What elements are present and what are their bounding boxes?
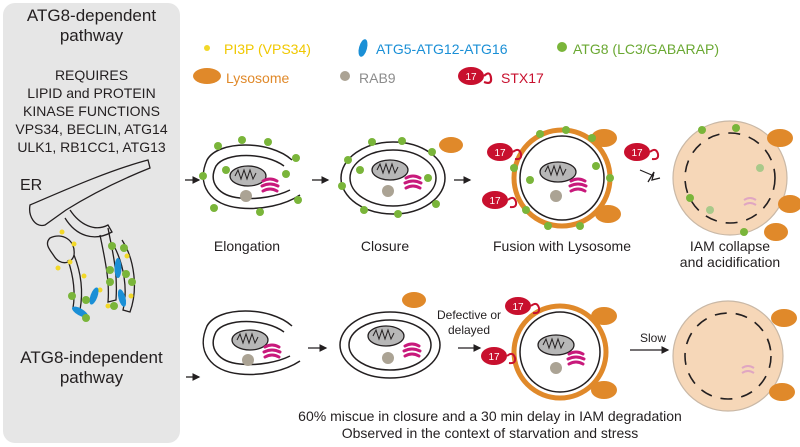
closure-autophagosome [338,137,463,218]
slow-label: Slow [640,331,667,345]
iam-collapse-autolysosome [672,120,800,241]
independent-title-line2: pathway [59,367,124,387]
caption-line2: Observed in the context of starvation an… [341,425,639,441]
er-label: ER [20,177,43,194]
legend-lysosome-label: Lysosome [226,70,290,86]
iam-label-line2: and acidification [679,254,781,271]
legend-atg5-oval [358,39,368,57]
er-network [29,159,151,313]
stage-elongation-label: Elongation [213,238,281,254]
bottom-fusion-with-lysosome: 17 17 [481,297,617,401]
legend-stx17-label: STX17 [501,70,544,86]
dependent-pathway-title: ATG8-dependent pathway [3,6,180,45]
requires-line: KINASE FUNCTIONS [23,103,160,119]
defective-line2: delayed [447,323,491,337]
independent-title-line1: ATG8-independent [20,348,163,367]
fusion-with-lysosome: 17 17 [482,126,621,230]
requirements-text: REQUIRES LIPID and PROTEIN KINASE FUNCTI… [3,66,180,156]
defective-label: Defective or delayed [424,308,514,338]
svg-text:17: 17 [494,148,506,159]
legend-rab9-label: RAB9 [359,70,396,86]
requires-line: VPS34, BECLIN, ATG14 [15,121,168,137]
stx17-release: 17 [624,143,661,183]
dependent-title-line2: pathway [59,25,124,45]
stage-fusion-label: Fusion with Lysosome [493,238,631,254]
defective-line1: Defective or [436,308,502,322]
legend-atg8-label: ATG8 (LC3/GABARAP) [573,41,720,57]
legend-atg5-label: ATG5-ATG12-ATG16 [376,41,508,57]
requires-line: LIPID and PROTEIN [27,85,156,101]
requires-line: REQUIRES [54,67,129,83]
independent-pathway-title: ATG8-independent pathway [3,348,180,387]
svg-text:17: 17 [488,352,500,363]
er-atg-markers [55,229,136,322]
legend-rab9-dot [340,71,350,81]
dependent-title-line1: ATG8-dependent [26,6,157,25]
iam-label-line1: IAM collapse [689,238,771,254]
svg-text:17: 17 [512,302,524,313]
legend-pi3p-label: PI3P (VPS34) [224,41,311,57]
legend-lysosome-oval [193,68,221,84]
caption-line1: 60% miscue in closure and a 30 min delay… [298,408,682,424]
svg-text:17: 17 [631,148,643,159]
stage-closure-label: Closure [360,238,410,254]
requires-line: ULK1, RB1CC1, ATG13 [17,139,166,155]
legend-stx17-badge: 17 [465,72,477,83]
legend-stx17-icon: 17 [458,67,493,85]
legend-atg8-dot [557,42,567,52]
bottom-iam-collapse [672,300,797,412]
svg-text:17: 17 [489,196,501,207]
bottom-elongation-phagophore [202,310,301,376]
sidebar-panel [3,3,180,443]
legend-pi3p-dot [204,45,210,51]
stage-iam-label: IAM collapse and acidification [670,238,790,270]
elongation-phagophore [199,136,302,216]
bottom-closure-autophagosome [339,292,441,379]
